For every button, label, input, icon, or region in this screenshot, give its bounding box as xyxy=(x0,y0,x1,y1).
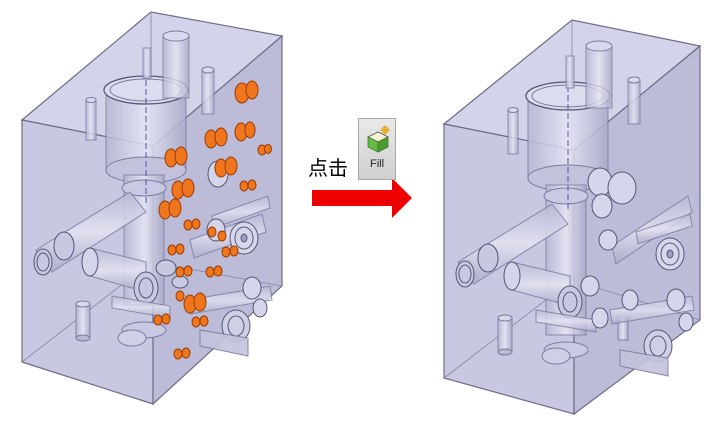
orange-hole xyxy=(239,180,249,192)
orange-hole xyxy=(191,218,201,230)
orange-hole xyxy=(175,266,185,278)
highlighted-holes xyxy=(153,80,272,360)
orange-hole xyxy=(217,230,227,242)
orange-hole xyxy=(183,265,193,277)
orange-hole xyxy=(174,146,188,166)
orange-hole xyxy=(161,313,171,325)
orange-hole xyxy=(213,265,223,277)
arrow-right-icon xyxy=(312,178,412,218)
orange-hole xyxy=(214,127,228,147)
orange-hole xyxy=(264,144,272,154)
orange-hole xyxy=(244,121,256,139)
orange-hole xyxy=(168,198,182,218)
fill-tool-button[interactable]: Fill xyxy=(358,118,396,180)
manifold-block-before xyxy=(20,11,284,406)
orange-hole xyxy=(175,290,185,302)
orange-hole xyxy=(247,179,257,191)
orange-hole xyxy=(167,244,177,256)
horizontal-bores xyxy=(455,167,695,377)
orange-hole xyxy=(153,314,163,326)
orange-hole xyxy=(181,178,195,198)
orange-hole xyxy=(183,219,193,231)
orange-hole xyxy=(245,80,259,100)
orange-hole xyxy=(221,246,231,258)
click-instruction-label: 点击 xyxy=(308,156,348,180)
manifold-block-after xyxy=(442,19,702,416)
orange-hole xyxy=(229,245,239,257)
horizontal-bores xyxy=(33,160,273,357)
orange-hole xyxy=(191,316,201,328)
orange-hole xyxy=(224,156,238,176)
fill-tool-label: Fill xyxy=(369,158,385,170)
orange-hole xyxy=(205,266,215,278)
small-vertical-bores xyxy=(497,40,641,356)
orange-hole xyxy=(193,292,207,312)
orange-hole xyxy=(199,315,209,327)
orange-hole xyxy=(175,243,185,255)
orange-hole xyxy=(173,348,183,360)
orange-hole xyxy=(207,226,217,238)
fill-tool-icon xyxy=(367,125,390,153)
small-vertical-bores xyxy=(75,30,215,342)
orange-hole xyxy=(181,347,191,359)
